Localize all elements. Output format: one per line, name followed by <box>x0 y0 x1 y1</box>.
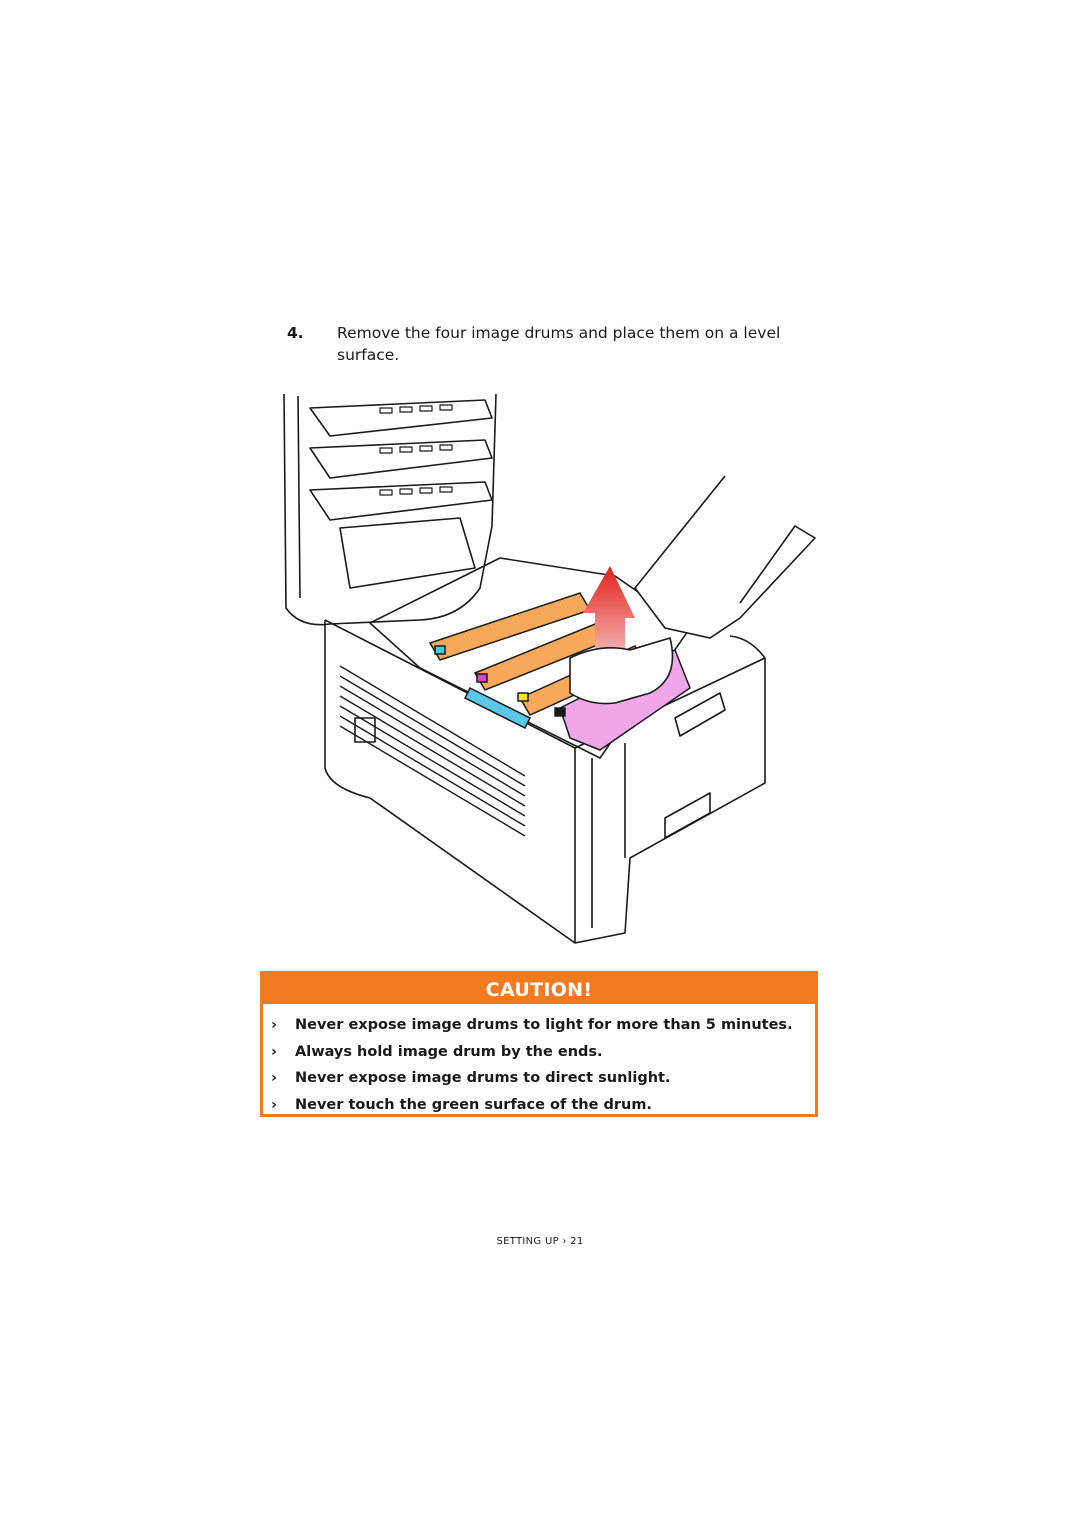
caution-item-text: Always hold image drum by the ends. <box>295 1043 603 1060</box>
step-4: 4. Remove the four image drums and place… <box>287 322 787 366</box>
step-instruction: Remove the four image drums and place th… <box>337 324 781 364</box>
caution-item: › Never expose image drums to direct sun… <box>271 1065 815 1092</box>
arm <box>634 475 816 639</box>
caution-title: CAUTION! <box>263 974 815 1004</box>
chevron-right-icon: › <box>271 1017 277 1033</box>
caution-box: CAUTION! › Never expose image drums to l… <box>260 971 818 1117</box>
caution-item-text: Never expose image drums to direct sunli… <box>295 1070 671 1086</box>
caution-item-text: Never expose image drums to light for mo… <box>295 1017 793 1033</box>
page-footer: SETTING UP › 21 <box>496 1236 584 1247</box>
chevron-right-icon: › <box>271 1096 277 1113</box>
caution-item: › Always hold image drum by the ends. <box>271 1039 815 1066</box>
chevron-right-icon: › <box>271 1070 277 1086</box>
caution-list: › Never expose image drums to light for … <box>263 1004 815 1118</box>
step-number: 4. <box>287 324 304 342</box>
caution-item: › Never touch the green surface of the d… <box>271 1092 815 1119</box>
caution-item: › Never expose image drums to light for … <box>271 1012 815 1039</box>
chevron-right-icon: › <box>271 1043 277 1060</box>
printer-drum-removal-illustration <box>270 388 830 948</box>
hand <box>569 637 674 705</box>
caution-item-text: Never touch the green surface of the dru… <box>295 1096 652 1113</box>
printer-illustration-svg <box>283 393 816 944</box>
printer-body <box>324 620 766 944</box>
top-cover <box>283 393 497 626</box>
